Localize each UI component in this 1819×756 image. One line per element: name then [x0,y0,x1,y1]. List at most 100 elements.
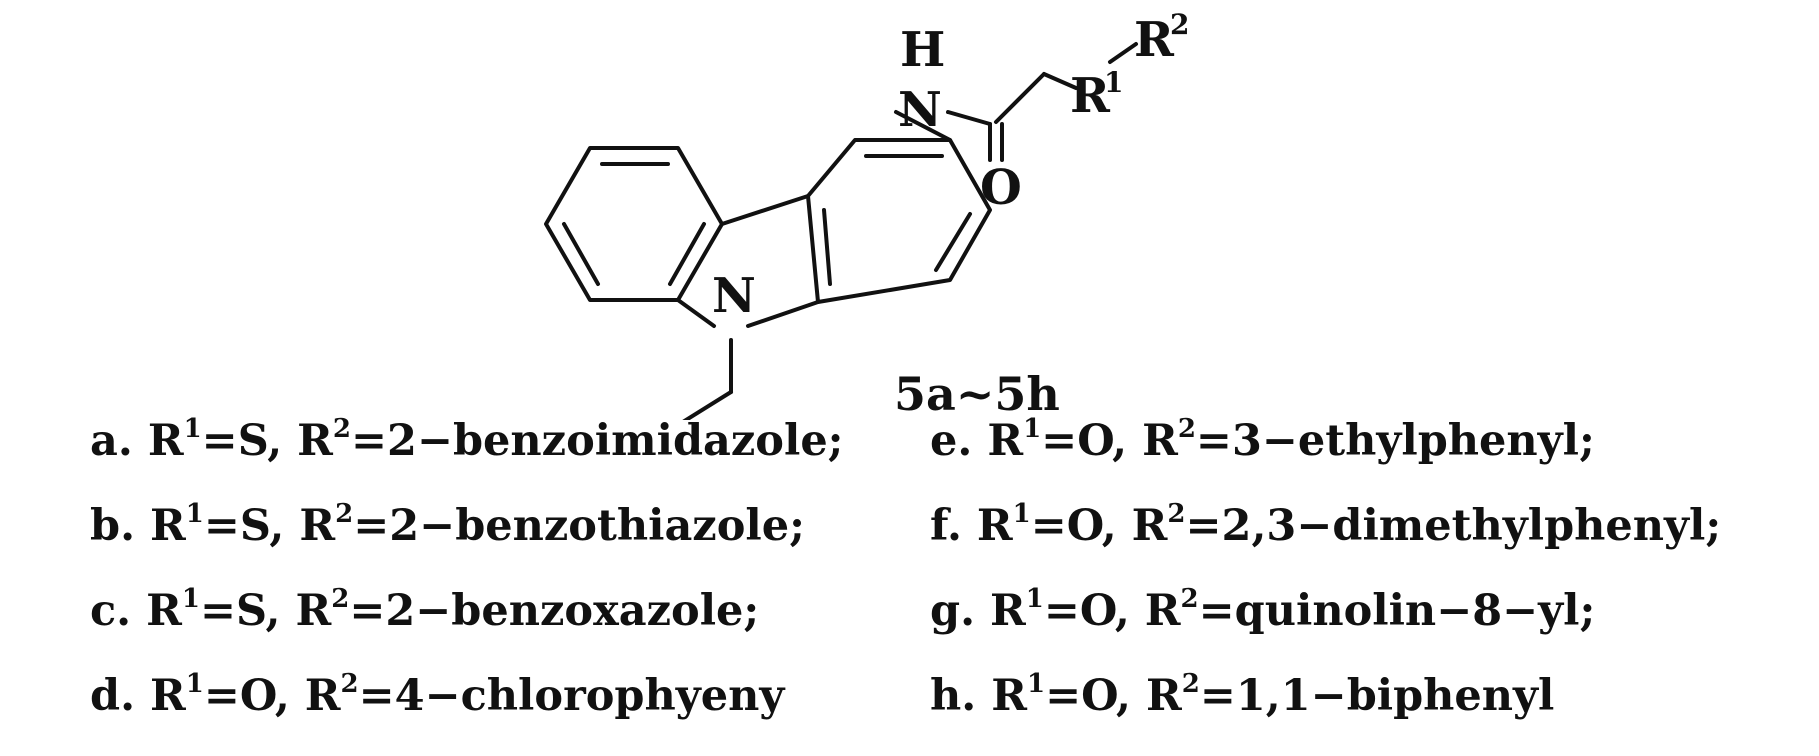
left-ring-double-bond [668,222,706,286]
equals-sign: = [1043,586,1080,636]
separator: , [269,501,300,551]
r1-superscript: 1 [1012,499,1031,529]
r-symbol: R [150,671,186,721]
atom-r1-base: R [1070,68,1111,124]
r-symbol: R [1131,501,1168,551]
r2-superscript: 2 [332,414,352,444]
separator: , [265,586,296,636]
legend-letter: a. [90,416,148,466]
equals-sign: = [1041,416,1078,466]
legend-r1-value: O [1079,586,1115,636]
legend-r2-value: 2−benzothiazole; [389,501,805,551]
r-symbol: R [150,501,186,551]
legend-r1-value: O [1077,416,1113,466]
legend-letter: e. [930,416,988,466]
legend-row: f. R1=O, R2=2,3−dimethylphenyl; [930,501,1721,548]
legend-r2-value: 1,1−biphenyl [1235,671,1555,721]
legend-letter: d. [90,671,151,721]
legend-row: c. R1=S, R2=2−benzoxazole; [90,586,759,633]
equals-sign: = [199,586,236,636]
r1-superscript: 1 [1023,414,1042,444]
legend-r2-value: 2,3−dimethylphenyl; [1221,501,1722,551]
r-symbol: R [976,501,1013,551]
legend-row: a. R1=S, R2=2−benzoimidazole; [90,416,844,463]
equals-sign: = [1185,501,1222,551]
legend-letter: f. [930,501,977,551]
r1-superscript: 1 [1025,584,1044,614]
substituent-legend: a. R1=S, R2=2−benzoimidazole;b. R1=S, R2… [0,410,1819,750]
r2-superscript: 2 [1167,499,1186,529]
legend-row: g. R1=O, R2=quinolin−8−yl; [930,586,1595,633]
nh-carbonyl-bond [946,110,992,126]
legend-r1-value: S [239,501,270,551]
r2-superscript: 2 [1181,669,1200,699]
r-symbol: R [299,501,336,551]
equals-sign: = [358,671,395,721]
legend-letter: h. [930,671,992,721]
r1-superscript: 1 [185,669,204,699]
legend-row: e. R1=O, R2=3−ethylphenyl; [930,416,1595,463]
equals-sign: = [1045,671,1082,721]
equals-sign: = [203,501,240,551]
five-ring-bond [720,194,810,226]
legend-r2-value: 2−benzoimidazole; [387,416,844,466]
five-ring-bond [676,298,716,328]
r1-r2-bond [1108,42,1138,64]
r-symbol: R [1145,671,1182,721]
legend-r1-value: S [237,416,268,466]
separator: , [1112,416,1143,466]
legend-r1-value: O [1081,671,1117,721]
atom-n-carbazole: N [712,268,756,324]
legend-r1-value: O [239,671,275,721]
r-symbol: R [295,586,332,636]
ch2-r1-bond [1042,72,1078,90]
legend-r2-value: quinolin−8−yl; [1234,586,1596,636]
left-ring-double-bond [562,222,600,286]
legend-r2-value: 4−chlorophyeny [394,671,785,721]
equals-sign: = [203,671,240,721]
equals-sign: = [201,416,238,466]
legend-r2-value: 2−benzoxazole; [385,586,760,636]
equals-sign: = [353,501,390,551]
r1-superscript: 1 [1026,669,1046,699]
right-ring-double-bond [934,212,972,272]
separator: , [1114,586,1145,636]
five-ring-bond [746,300,820,328]
separator: , [274,671,305,721]
atom-r2-superscript: 2 [1170,8,1189,41]
atom-o-carbonyl: O [980,160,1022,216]
right-ring-double-bond [822,208,832,286]
r1-superscript: 1 [185,499,204,529]
legend-r2-value: 3−ethylphenyl; [1231,416,1595,466]
equals-sign: = [1195,416,1232,466]
r-symbol: R [146,586,182,636]
r-symbol: R [304,671,341,721]
r-symbol: R [297,416,333,466]
carbonyl-ch2-bond [994,72,1046,124]
legend-letter: b. [90,501,151,551]
atom-h-label: H [900,22,945,78]
compound-label: 5a~5h [894,367,1060,420]
legend-letter: g. [930,586,991,636]
equals-sign: = [1030,501,1067,551]
equals-sign: = [1198,586,1235,636]
r-symbol: R [987,416,1024,466]
separator: , [1116,671,1146,721]
chemical-structure: H N N O R 1 R 2 5a~5h [544,8,1189,432]
r-symbol: R [1144,586,1181,636]
equals-sign: = [349,586,386,636]
legend-row: d. R1=O, R2=4−chlorophyeny [90,671,784,718]
r2-superscript: 2 [1177,414,1196,444]
r-symbol: R [990,586,1026,636]
legend-row: h. R1=O, R2=1,1−biphenyl [930,671,1554,718]
atom-n-amide: N [898,82,942,138]
r2-superscript: 2 [340,669,359,699]
bond-lines [544,42,1138,432]
equals-sign: = [351,416,388,466]
separator: , [1101,501,1132,551]
right-benzene-ring [806,138,992,304]
legend-row: b. R1=S, R2=2−benzothiazole; [90,501,805,548]
r1-superscript: 1 [183,414,202,444]
r-symbol: R [147,416,184,466]
